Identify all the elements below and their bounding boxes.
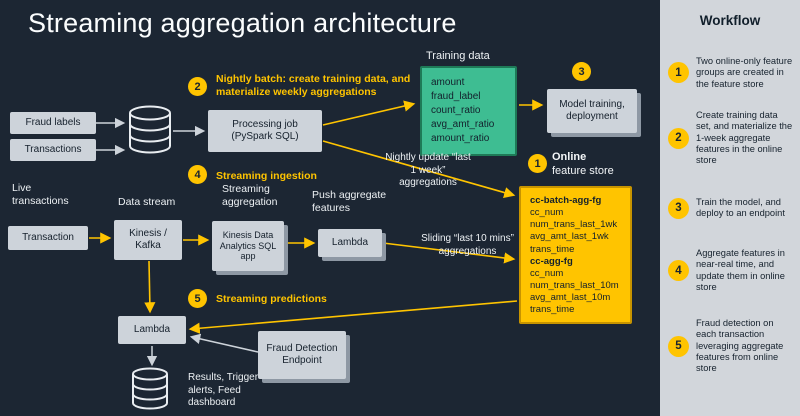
feature-group: cc-batch-agg-fg xyxy=(530,195,602,206)
field: fraud_label xyxy=(431,91,481,102)
field: num_trans_last_10m xyxy=(530,280,619,292)
workflow-item: 3 Train the model, and deploy to an endp… xyxy=(668,197,795,220)
online-label-bold: Online xyxy=(552,151,587,163)
workflow-step-number: 3 xyxy=(668,197,689,219)
workflow-step-number: 1 xyxy=(668,62,689,84)
field: avg_amt_last_1wk xyxy=(530,231,609,243)
workflow-item: 2 Create training data set, and material… xyxy=(668,110,795,167)
workflow-step-number: 4 xyxy=(668,260,689,282)
workflow-step-text: Train the model, and deploy to an endpoi… xyxy=(696,197,785,219)
node-model-training: Model training, deployment xyxy=(547,89,637,133)
field: amount_ratio xyxy=(431,133,490,144)
training-data-label: Training data xyxy=(426,50,490,62)
field: count_ratio xyxy=(431,105,481,116)
results-database-icon xyxy=(132,367,168,410)
online-feature-store-box: cc-batch-agg-fg cc_num num_trans_last_1w… xyxy=(519,186,632,324)
field: avg_amt_ratio xyxy=(431,119,495,130)
workflow-heading: Workflow xyxy=(699,13,761,28)
field: trans_time xyxy=(530,304,575,316)
step-4-label: Streaming ingestion xyxy=(216,170,317,182)
results-note: Results, Trigger alerts, Feed dashboard xyxy=(188,372,259,408)
node-kinesis-kafka: Kinesis / Kafka xyxy=(114,220,182,260)
step-5-badge: 5 xyxy=(188,289,207,308)
node-kinesis-data-analytics: Kinesis Data Analytics SQL app xyxy=(212,221,284,271)
field: cc_num xyxy=(530,267,564,279)
data-stream-label: Data stream xyxy=(118,196,176,208)
step-3-badge: 3 xyxy=(572,62,591,81)
nightly-update-note: Nightly update “last 1 week” aggregation… xyxy=(385,152,471,188)
workflow-item: 4 Aggregate features in near-real time, … xyxy=(668,248,795,293)
feature-group: cc-agg-fg xyxy=(530,255,573,267)
node-processing-job: Processing job (PySpark SQL) xyxy=(208,110,322,152)
streaming-aggregation-label: Streaming aggregation xyxy=(222,183,278,209)
field: avg_amt_last_10m xyxy=(530,292,611,304)
step-4-badge: 4 xyxy=(188,165,207,184)
field: num_trans_last_1wk xyxy=(530,219,618,231)
sliding-note: Sliding “last 10 mins” aggregations xyxy=(421,233,514,257)
step-2-label: Nightly batch: create training data, and… xyxy=(216,73,411,99)
workflow-item: 1 Two online-only feature groups are cre… xyxy=(668,56,795,90)
arrow-kinesis-lambda xyxy=(144,260,156,314)
node-fraud-endpoint: Fraud Detection Endpoint xyxy=(258,331,346,379)
field: cc_num xyxy=(530,207,564,219)
node-fraud-labels: Fraud labels xyxy=(10,112,96,134)
arrow-processing-training xyxy=(322,100,416,126)
field: amount xyxy=(431,77,465,88)
database-icon xyxy=(129,105,171,154)
workflow-step-text: Two online-only feature groups are creat… xyxy=(696,56,793,89)
online-feature-store-label: Online feature store xyxy=(552,150,614,179)
node-lambda-inference: Lambda xyxy=(118,316,186,344)
training-data-box: amount fraud_label count_ratio avg_amt_r… xyxy=(420,66,517,156)
workflow-step-text: Create training data set, and materializ… xyxy=(696,110,793,166)
live-transactions-label: Live transactions xyxy=(12,182,69,208)
step-5-label: Streaming predictions xyxy=(216,293,327,305)
field: trans_time xyxy=(530,243,575,255)
step-2-badge: 2 xyxy=(188,77,207,96)
node-lambda-push: Lambda xyxy=(318,229,382,257)
workflow-panel: Workflow 1 Two online-only feature group… xyxy=(660,0,800,416)
step-1-badge: 1 xyxy=(528,154,547,173)
arrow-endpoint-lambda xyxy=(189,333,259,353)
workflow-step-text: Fraud detection on each transaction leve… xyxy=(696,318,784,374)
page-title: Streaming aggregation architecture xyxy=(28,8,457,38)
node-transaction: Transaction xyxy=(8,226,88,250)
node-transactions: Transactions xyxy=(10,139,96,161)
workflow-step-text: Aggregate features in near-real time, an… xyxy=(696,248,785,292)
push-aggregate-label: Push aggregate features xyxy=(312,189,387,215)
workflow-step-number: 5 xyxy=(668,335,689,357)
workflow-step-number: 2 xyxy=(668,127,689,149)
workflow-item: 5 Fraud detection on each transaction le… xyxy=(668,318,795,375)
online-label-rest: feature store xyxy=(552,165,614,178)
